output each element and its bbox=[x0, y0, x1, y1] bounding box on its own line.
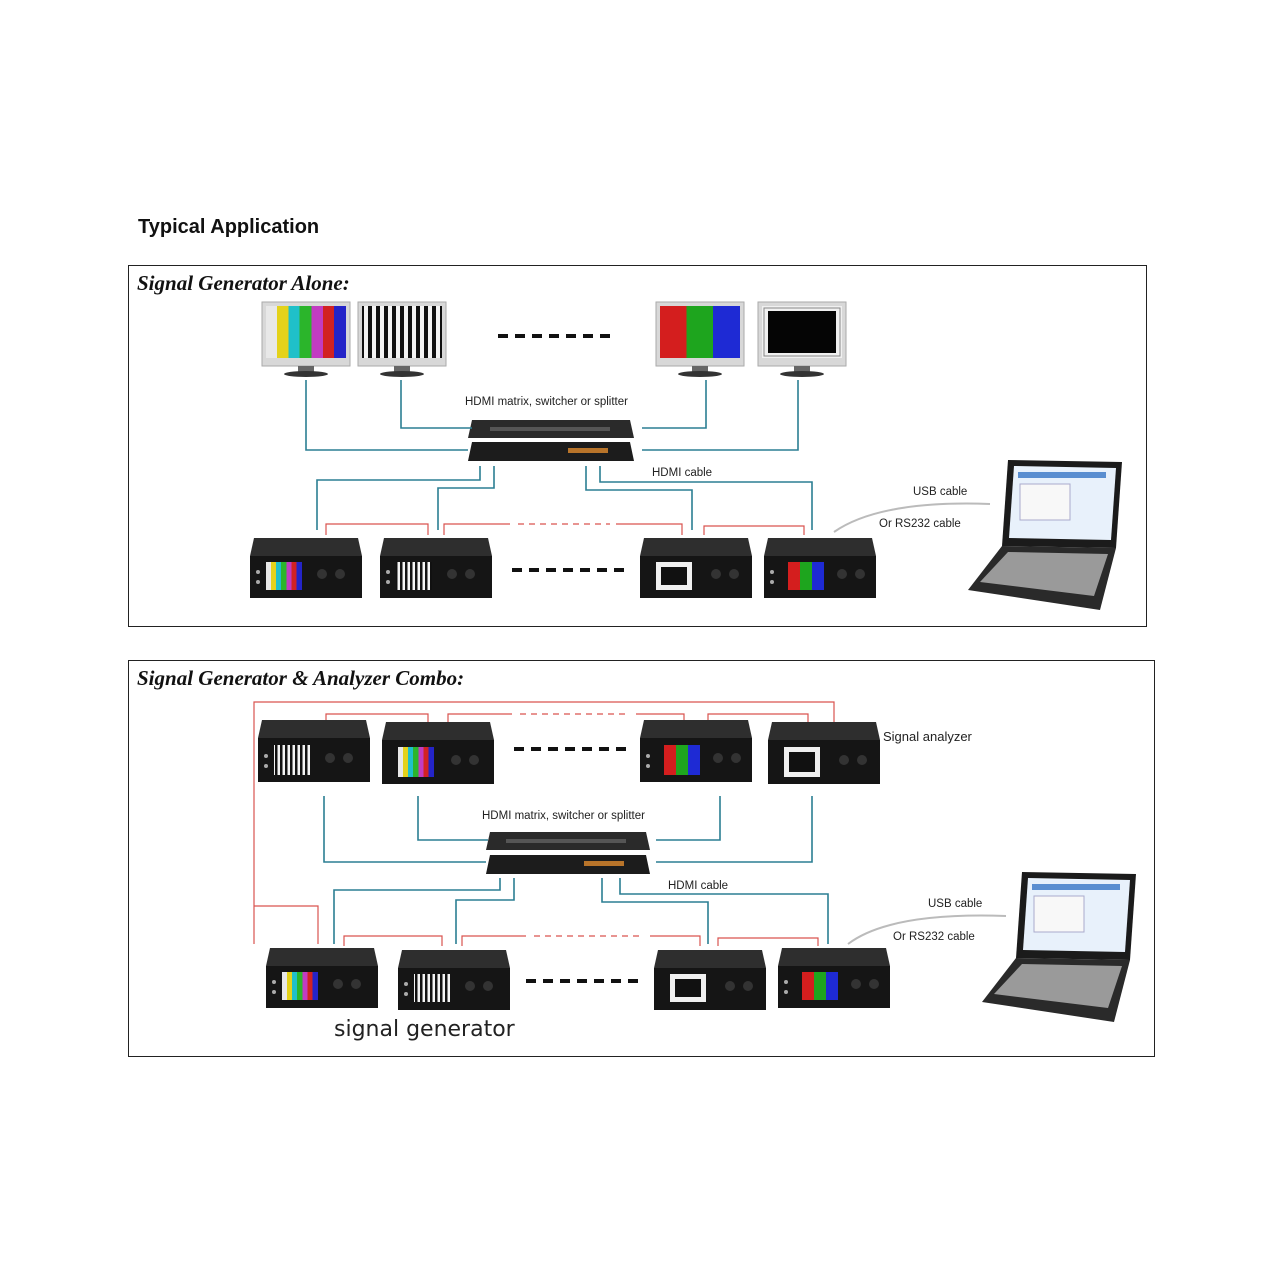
usb-cable-label: USB cable bbox=[928, 898, 983, 910]
rs232-cable-label: Or RS232 cable bbox=[879, 518, 961, 530]
hdmi-cable-label: HDMI cable bbox=[668, 880, 729, 892]
signal-analyzer-icon bbox=[768, 722, 880, 784]
hdmi-cable-lines bbox=[305, 380, 813, 530]
signal-generator-icon bbox=[764, 538, 876, 598]
signal-generator-icon bbox=[258, 720, 370, 782]
panel-title: Signal Generator Alone: bbox=[137, 271, 350, 295]
control-cable-lines bbox=[325, 523, 805, 535]
monitor-icon bbox=[757, 301, 847, 377]
signal-generator-label: signal generator bbox=[334, 1017, 515, 1042]
page-heading: Typical Application bbox=[138, 216, 320, 238]
monitor-icon bbox=[655, 301, 745, 377]
panel-title: Signal Generator & Analyzer Combo: bbox=[137, 666, 465, 690]
signal-generator-icon bbox=[640, 538, 752, 598]
control-cable-lines bbox=[253, 701, 835, 946]
monitor-icon bbox=[261, 301, 351, 377]
rs232-cable-label: Or RS232 cable bbox=[893, 931, 975, 943]
usb-cable-line bbox=[833, 502, 991, 533]
signal-generator-icon bbox=[654, 950, 766, 1010]
usb-cable-label: USB cable bbox=[913, 486, 968, 498]
signal-analyzer-label: Signal analyzer bbox=[883, 729, 972, 744]
signal-generator-icon bbox=[382, 722, 494, 784]
hdmi-switch-icon bbox=[468, 420, 634, 461]
laptop-icon bbox=[982, 872, 1136, 1022]
hdmi-cable-label: HDMI cable bbox=[652, 467, 713, 479]
signal-generator-icon bbox=[640, 720, 752, 782]
laptop-icon bbox=[968, 460, 1122, 610]
hdmi-cable-lines bbox=[323, 796, 829, 944]
switch-label: HDMI matrix, switcher or splitter bbox=[482, 810, 645, 822]
signal-generator-icon bbox=[778, 948, 890, 1008]
monitor-icon bbox=[357, 301, 447, 377]
usb-cable-line bbox=[847, 914, 1007, 945]
signal-generator-icon bbox=[398, 950, 510, 1010]
signal-generator-icon bbox=[266, 948, 378, 1008]
signal-generator-icon bbox=[250, 538, 362, 598]
hdmi-switch-icon bbox=[486, 832, 650, 874]
signal-generator-icon bbox=[380, 538, 492, 598]
switch-label: HDMI matrix, switcher or splitter bbox=[465, 396, 628, 408]
